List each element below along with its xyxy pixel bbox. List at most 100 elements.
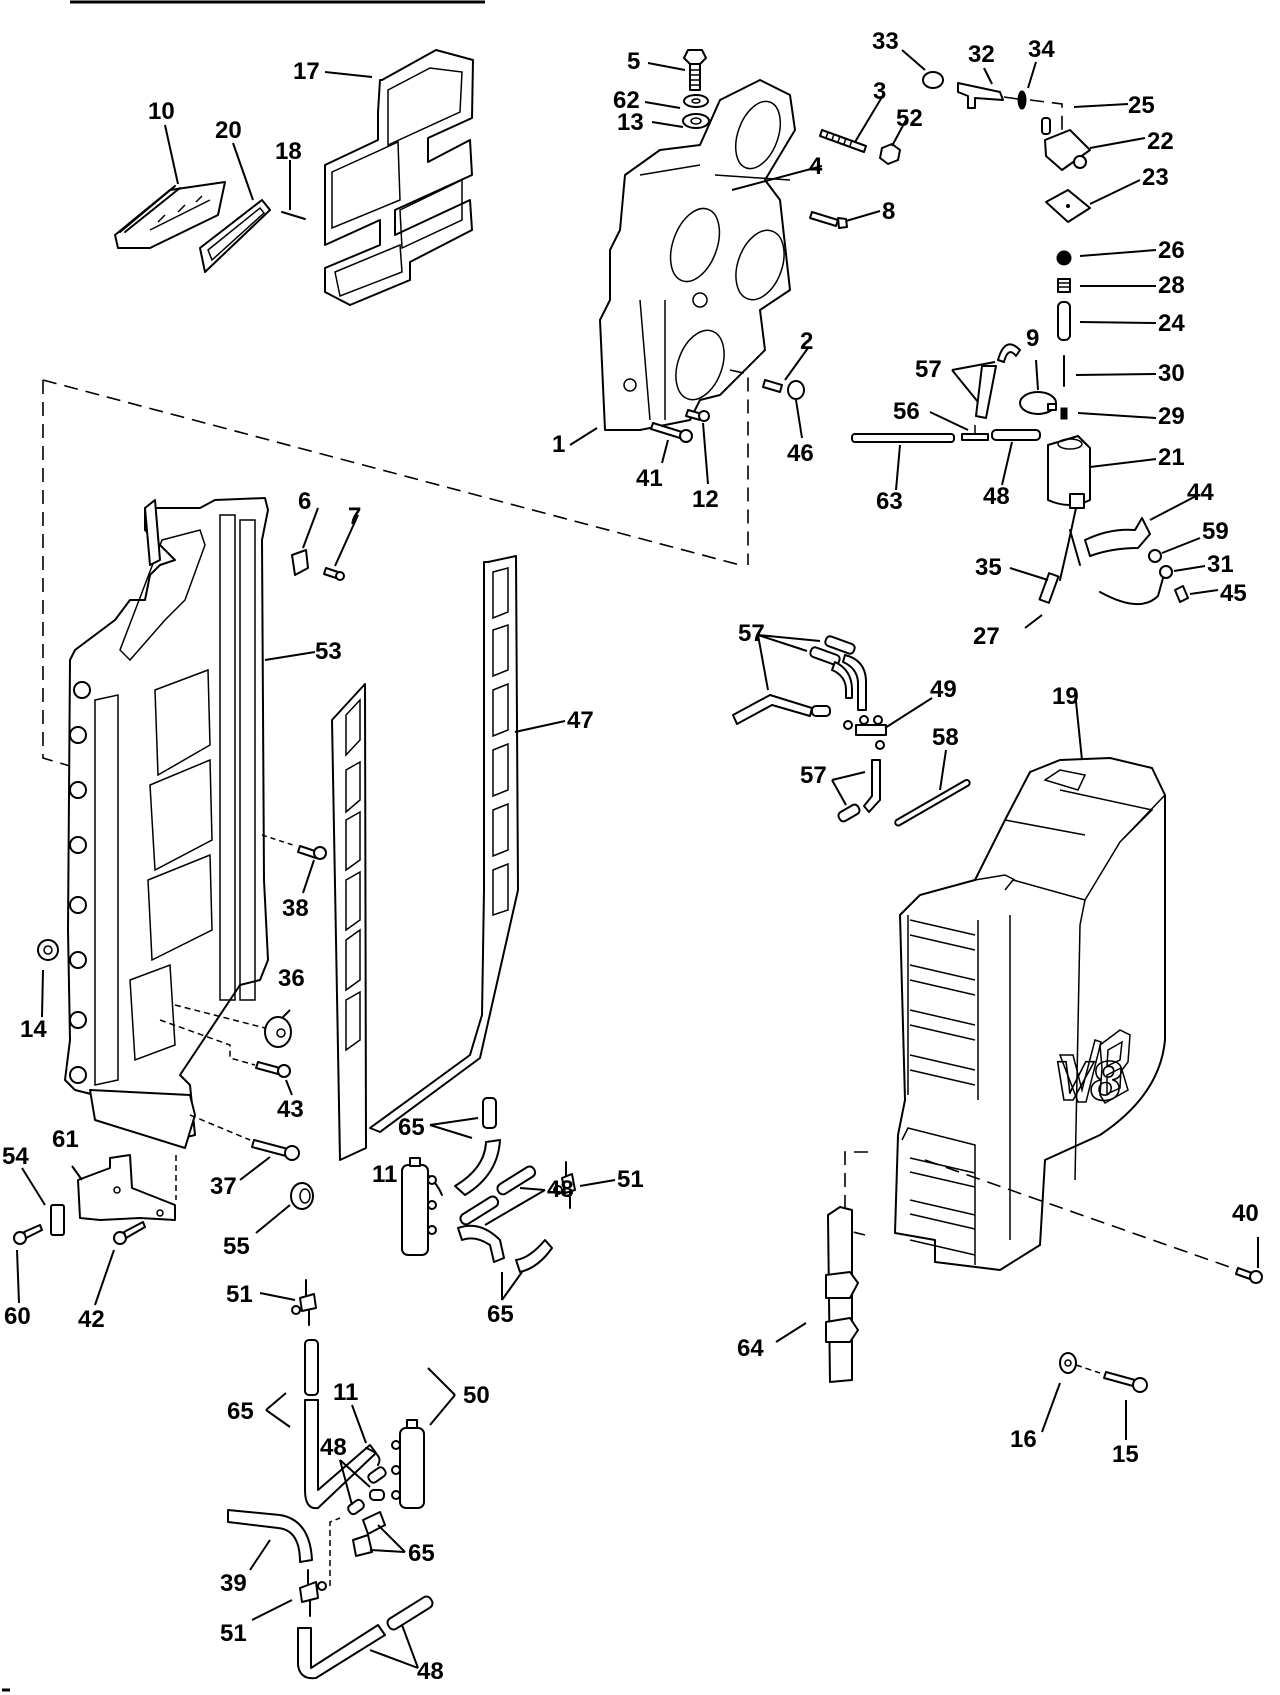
callout-21: 21 — [1158, 444, 1185, 471]
dash-assembly-line-40 — [924, 1159, 1239, 1271]
callout-47: 47 — [567, 707, 594, 734]
callout-24: 24 — [1158, 310, 1185, 337]
bolt-part-5 — [647, 49, 707, 91]
hose-part-48-top — [991, 429, 1041, 486]
hose-part-57-upper — [951, 343, 1021, 419]
hose-part-39 — [227, 1509, 313, 1571]
callout-40: 40 — [1232, 1200, 1259, 1227]
screw-part-45 — [1174, 585, 1219, 603]
callout-65-lower: 65 — [408, 1540, 435, 1567]
callout-7: 7 — [348, 503, 362, 530]
diaphragm-part-23 — [1045, 179, 1141, 223]
callout-65-long: 65 — [227, 1398, 254, 1425]
fuel-filter-part-50-top — [401, 1157, 437, 1256]
callout-46: 46 — [787, 440, 814, 467]
leader-part-27 — [1024, 614, 1043, 629]
screw-part-15 — [1075, 1364, 1148, 1440]
callout-42: 42 — [78, 1306, 105, 1333]
callout-33: 33 — [872, 28, 899, 55]
callout-50: 50 — [463, 1382, 490, 1409]
callout-44: 44 — [1187, 479, 1214, 506]
callout-29: 29 — [1158, 403, 1185, 430]
nut-part-52 — [879, 119, 907, 165]
washer-part-16 — [1041, 1352, 1077, 1433]
fuel-filter-part-50-bottom — [391, 1419, 425, 1509]
callout-5: 5 — [627, 48, 641, 75]
pin-part-30 — [1063, 355, 1157, 387]
callout-1: 1 — [552, 431, 566, 458]
callout-13: 13 — [617, 109, 644, 136]
gasket-middle — [331, 683, 367, 1161]
callout-14: 14 — [20, 1016, 47, 1043]
dash-assembly-line-diagonal — [42, 379, 741, 566]
hoses-part-65-lower — [352, 1511, 406, 1557]
grommet-part-55 — [255, 1182, 314, 1234]
reed-block-part-10 — [114, 124, 226, 249]
callout-37: 37 — [210, 1173, 237, 1200]
callout-57-lower: 57 — [800, 762, 827, 789]
dash-assembly-line-manifold — [729, 369, 749, 565]
callout-25: 25 — [1128, 92, 1155, 119]
stud-part-3 — [819, 96, 883, 153]
hoses-part-57-mid — [732, 634, 867, 725]
plug-part-46 — [787, 380, 805, 439]
intake-gasket-part-17 — [324, 49, 474, 306]
hose-part-63 — [851, 433, 955, 491]
callout-15: 15 — [1112, 1441, 1139, 1468]
callout-4: 4 — [809, 153, 823, 180]
hoses-part-57-lower — [831, 759, 881, 823]
screw-part-43 — [159, 1019, 293, 1096]
dash-assembly-line-25 — [1029, 99, 1063, 138]
leader-part-50-a — [427, 1367, 456, 1396]
callout-23: 23 — [1142, 164, 1169, 191]
solenoid-part-21 — [1047, 435, 1157, 509]
hoses-part-48-middle — [459, 1165, 546, 1226]
tee-fitting-part-51-right — [553, 1161, 616, 1209]
callout-51-right: 51 — [617, 1166, 644, 1193]
callout-30: 30 — [1158, 360, 1185, 387]
screw-part-60 — [13, 1224, 43, 1304]
screw-part-42 — [94, 1221, 146, 1306]
gasket-part-47 — [369, 555, 566, 1133]
callout-31: 31 — [1207, 551, 1234, 578]
screw-part-7 — [323, 514, 359, 581]
bolt-part-37 — [189, 1114, 300, 1181]
intake-manifold-part-1 — [569, 79, 796, 446]
lockwasher-part-59 — [1148, 537, 1201, 563]
tee-fitting-part-51-upper — [259, 1279, 317, 1326]
tab-part-54 — [21, 1167, 65, 1236]
callout-11-lower: 11 — [333, 1379, 359, 1406]
callout-8: 8 — [882, 198, 896, 225]
screw-part-41 — [650, 422, 693, 464]
callout-10: 10 — [148, 98, 175, 125]
callout-6: 6 — [298, 488, 312, 515]
callout-48-middle: 48 — [547, 1176, 574, 1203]
callout-20: 20 — [215, 117, 242, 144]
callout-11-top: 11 — [372, 1161, 398, 1188]
wire-lead-part-35 — [1009, 507, 1081, 604]
callout-60: 60 — [4, 1303, 31, 1330]
grommet-part-36 — [174, 1004, 292, 1048]
callout-55: 55 — [223, 1233, 250, 1260]
pump-cover-part-22 — [1041, 117, 1146, 171]
callout-53: 53 — [315, 638, 342, 665]
screw-part-40 — [1235, 1237, 1263, 1284]
callout-9: 9 — [1026, 325, 1040, 352]
callout-22: 22 — [1147, 128, 1174, 155]
leader-part-25 — [1073, 103, 1129, 108]
callout-39: 39 — [220, 1570, 247, 1597]
callout-57-top: 57 — [915, 356, 942, 383]
hoses-part-48-lower — [339, 1459, 387, 1516]
o-ring-part-34 — [1003, 61, 1037, 110]
callout-65-top: 65 — [398, 1114, 425, 1141]
pin-part-18 — [281, 160, 306, 220]
clamp-part-9 — [1019, 359, 1057, 415]
hoses-part-48-bottom — [297, 1595, 434, 1680]
screw-part-38 — [261, 834, 327, 894]
tee-fitting-part-56 — [929, 411, 989, 441]
callout-19: 19 — [1052, 683, 1079, 710]
callout-58: 58 — [932, 724, 959, 751]
screw-part-12 — [685, 409, 710, 485]
callout-16: 16 — [1010, 1426, 1037, 1453]
